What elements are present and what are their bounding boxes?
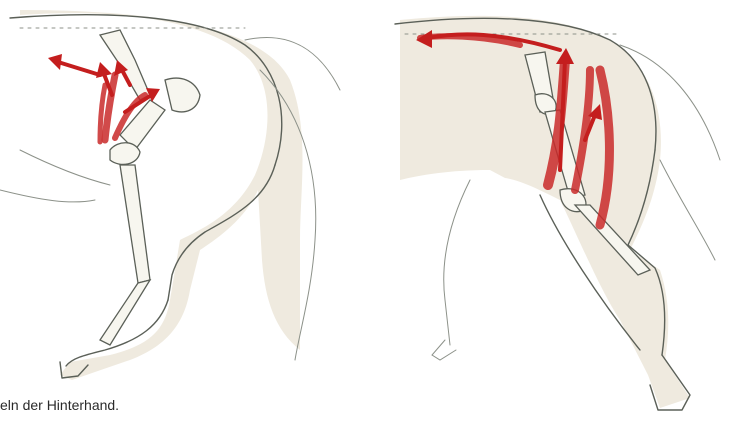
- figure-caption: eln der Hinterhand.: [0, 397, 119, 413]
- left-horse-hindquarter: [0, 10, 340, 380]
- right-horse-hindquarter: [395, 16, 720, 410]
